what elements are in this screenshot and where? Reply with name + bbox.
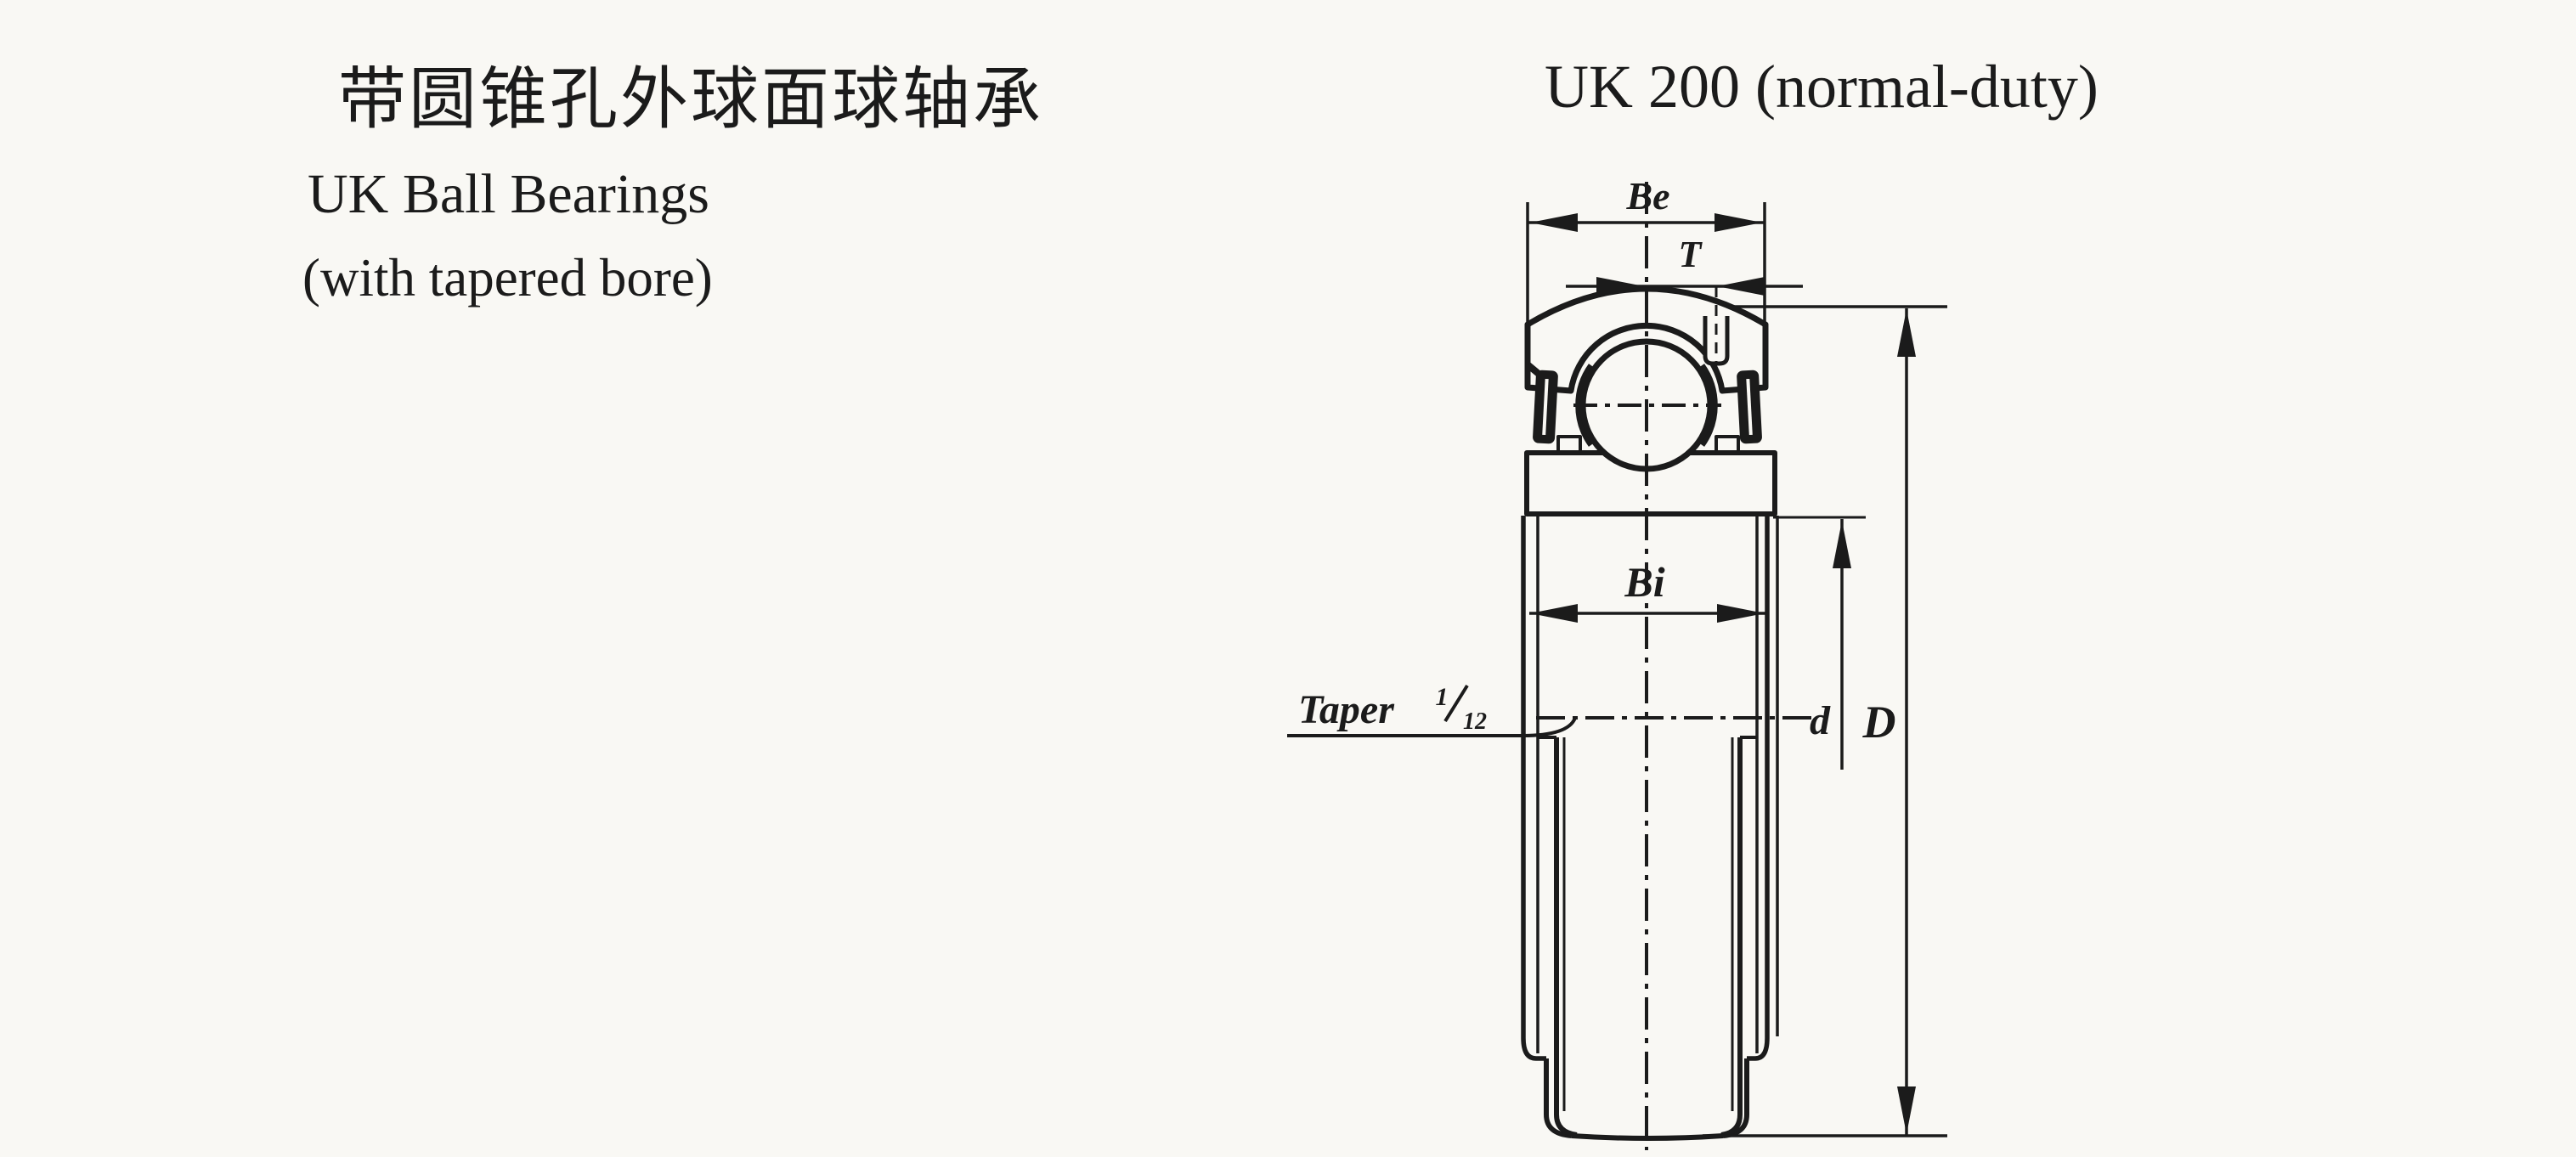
be-arrow-left <box>1530 213 1578 232</box>
dd-arrow-down <box>1897 1086 1916 1134</box>
taper-fraction-denominator: 12 <box>1463 708 1487 735</box>
d-arrow-up <box>1833 521 1851 568</box>
title-english-line1: UK Ball Bearings <box>308 163 709 225</box>
dim-label-be: Be <box>1625 174 1669 217</box>
taper-fraction-numerator: 1 <box>1436 683 1449 711</box>
dim-label-bi: Bi <box>1624 558 1664 606</box>
seal-right <box>1737 370 1762 444</box>
taper-callout: Taper 1 12 <box>1287 683 1577 737</box>
sleeve-left <box>1521 516 1578 1138</box>
title-english-line2: (with tapered bore) <box>302 248 713 308</box>
bearing-diagram: Be T Bi d <box>1287 174 1947 1150</box>
dim-label-d: d <box>1810 698 1831 743</box>
title-chinese: 带圆锥孔外球面球轴承 <box>338 63 1043 138</box>
inner-ring-lip-right <box>1715 435 1740 455</box>
page-header: 带圆锥孔外球面球轴承 UK Ball Bearings (with tapere… <box>302 53 2099 308</box>
be-arrow-right <box>1715 213 1762 232</box>
seal-left <box>1533 370 1558 444</box>
taper-fraction-slash <box>1443 684 1469 723</box>
taper-leader-hook <box>1522 717 1577 737</box>
dd-arrow-up <box>1897 309 1916 357</box>
dim-label-dd: D <box>1862 697 1896 748</box>
sleeve-right <box>1720 516 1779 1138</box>
dimensions: Be T Bi d <box>1287 174 1947 1137</box>
inner-ring-lip-left <box>1556 435 1582 455</box>
lubrication-slot <box>1703 316 1730 366</box>
t-arrow-right <box>1717 277 1765 296</box>
dim-label-t: T <box>1679 234 1703 275</box>
series-heading: UK 200 (normal-duty) <box>1545 53 2099 121</box>
taper-label: Taper <box>1298 687 1395 732</box>
